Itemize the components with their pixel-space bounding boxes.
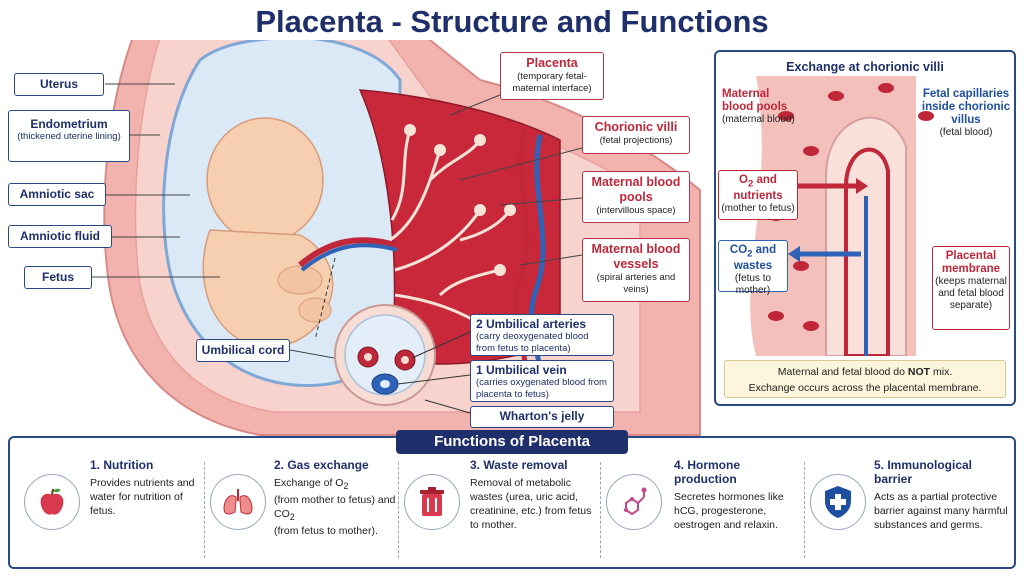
label-amniotic-sac: Amniotic sac bbox=[8, 183, 106, 206]
cord-cross-section bbox=[334, 304, 436, 406]
inset-title: Exchange at chorionic villi bbox=[786, 60, 944, 74]
function-waste-removal: 3. Waste removal Removal of metabolic wa… bbox=[470, 458, 592, 531]
function-immunological-barrier: 5. Immunological barrier Acts as a parti… bbox=[874, 458, 1008, 531]
function-hormone-production: 4. Hormone production Secretes hormones … bbox=[674, 458, 784, 531]
label-umbilical-arteries: 2 Umbilical arteries(carry deoxygenated … bbox=[470, 314, 614, 356]
maternal-vein bbox=[528, 134, 546, 386]
molecule-icon bbox=[606, 474, 662, 530]
function-divider bbox=[398, 462, 399, 558]
label-uterus: Uterus bbox=[14, 73, 104, 96]
villus-illustration bbox=[750, 76, 934, 356]
label-maternal-blood-pools: Maternal blood pools(intervillous space) bbox=[582, 171, 690, 223]
fetus-figure bbox=[202, 117, 334, 348]
label-umbilical-vein: 1 Umbilical vein(carries oxygenated bloo… bbox=[470, 360, 614, 402]
apple-icon bbox=[24, 474, 80, 530]
functions-title: Functions of Placenta bbox=[396, 430, 628, 454]
label-whartons-jelly: Wharton's jelly bbox=[470, 406, 614, 428]
lungs-icon bbox=[210, 474, 266, 530]
umbilical-cord-red bbox=[298, 237, 396, 268]
function-nutrition: 1. Nutrition Provides nutrients and wate… bbox=[90, 458, 195, 517]
shield-cross-icon bbox=[810, 474, 866, 530]
inset-label-o2-nutrients: O2 and nutrients(mother to fetus) bbox=[718, 170, 798, 220]
label-chorionic-villi: Chorionic villi(fetal projections) bbox=[582, 116, 690, 154]
label-placenta: Placenta(temporary fetal-maternal interf… bbox=[500, 52, 604, 100]
label-maternal-blood-vessels: Maternal blood vessels(spiral arteries a… bbox=[582, 238, 690, 302]
function-divider bbox=[204, 462, 205, 558]
label-amniotic-fluid: Amniotic fluid bbox=[8, 225, 112, 248]
page-title: Placenta - Structure and Functions bbox=[255, 4, 769, 39]
label-endometrium: Endometrium(thickened uterine lining) bbox=[8, 110, 130, 162]
function-divider bbox=[600, 462, 601, 558]
inset-label-placental-membrane: Placental membrane(keeps maternal and fe… bbox=[932, 246, 1010, 330]
inset-label-fetal-capillaries: Fetal capillaries inside chorionic villu… bbox=[921, 88, 1011, 138]
trash-bin-icon bbox=[404, 474, 460, 530]
function-gas-exchange: 2. Gas exchange Exchange of O2(from moth… bbox=[274, 458, 396, 538]
function-divider bbox=[804, 462, 805, 558]
label-fetus: Fetus bbox=[24, 266, 92, 289]
inset-label-maternal-pools: Maternal blood pools(maternal blood) bbox=[722, 88, 795, 125]
exchange-note: Maternal and fetal blood do NOT mix. Exc… bbox=[724, 360, 1006, 398]
label-umbilical-cord: Umbilical cord bbox=[196, 339, 290, 362]
umbilical-cord-blue bbox=[300, 243, 398, 272]
inset-label-co2-wastes: CO2 and wastes(fetus to mother) bbox=[718, 240, 788, 296]
